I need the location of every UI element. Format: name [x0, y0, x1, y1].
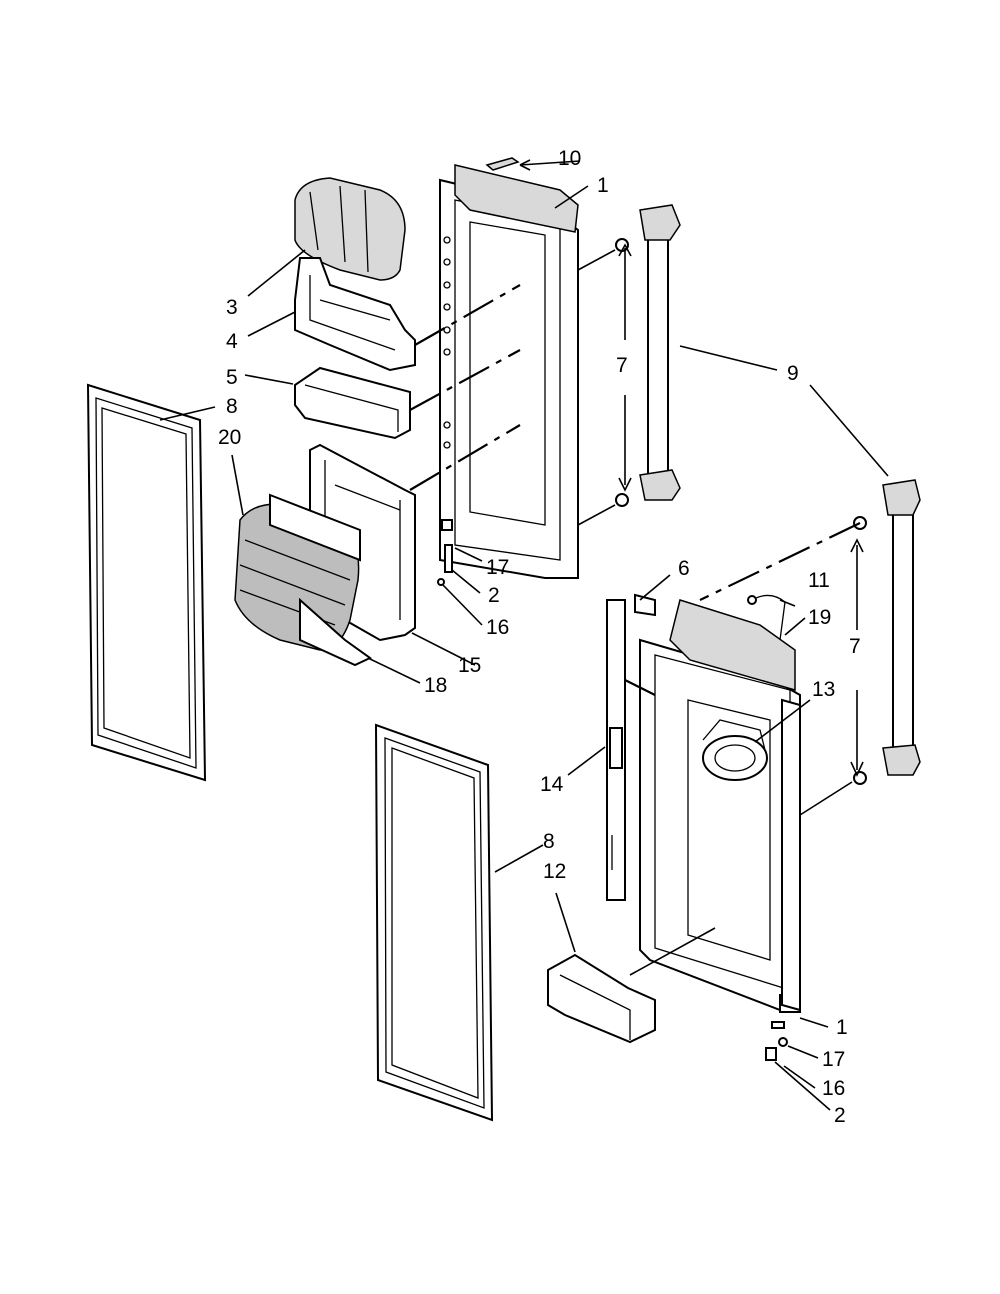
part-13-cup: [702, 719, 768, 781]
lower-right-screws: [765, 1021, 788, 1061]
right-gasket: [374, 723, 494, 1122]
callout-14: 14: [540, 773, 564, 796]
callout-3: 3: [226, 296, 238, 319]
callout-labels: 10 1 3 4 7 9 5 8 20 17 2 16 15 18 6 11 1…: [218, 147, 861, 1127]
callout-1-right: 1: [836, 1016, 848, 1039]
callout-17: 17: [486, 556, 509, 579]
callout-8-right: 8: [543, 830, 555, 853]
callout-18: 18: [424, 674, 447, 697]
assembly-lines: [409, 249, 861, 976]
callout-16: 16: [486, 616, 509, 639]
left-door-holes: [443, 236, 451, 449]
part-12-bin: [547, 953, 656, 1044]
part-20-face: [234, 493, 361, 651]
callout-16-right: 16: [822, 1077, 845, 1100]
left-door-panel: [439, 164, 579, 579]
part-3-cover: [294, 177, 406, 281]
upper-handle: [639, 204, 681, 501]
callout-1: 1: [597, 174, 609, 197]
part-14-strip: [606, 599, 626, 901]
part-4-housing: [294, 257, 416, 372]
lower-handle: [882, 479, 921, 776]
callout-9: 9: [787, 362, 799, 385]
part-18-bezel: [299, 597, 372, 667]
callout-15: 15: [458, 654, 481, 677]
callout-20: 20: [218, 426, 241, 449]
callout-17-right: 17: [822, 1048, 845, 1071]
right-door-panel: [639, 599, 801, 1013]
callout-5: 5: [226, 366, 238, 389]
left-gasket: [86, 383, 207, 782]
part-6-fitting: [634, 593, 656, 617]
callout-11: 11: [808, 569, 830, 592]
callout-10: 10: [558, 147, 581, 170]
callout-19: 19: [808, 606, 831, 629]
part-10-tag: [485, 157, 520, 171]
callout-6: 6: [678, 557, 690, 580]
callout-8: 8: [226, 395, 238, 418]
leader-lines: [159, 159, 889, 1111]
part-5-bin: [294, 366, 411, 440]
callout-2: 2: [488, 584, 500, 607]
callout-7: 7: [616, 354, 628, 377]
callout-7-right: 7: [849, 635, 861, 658]
callout-13: 13: [812, 678, 835, 701]
left-screws: [437, 519, 453, 586]
callout-4: 4: [226, 330, 238, 353]
callout-2-right: 2: [834, 1104, 846, 1127]
callout-12: 12: [543, 860, 566, 883]
